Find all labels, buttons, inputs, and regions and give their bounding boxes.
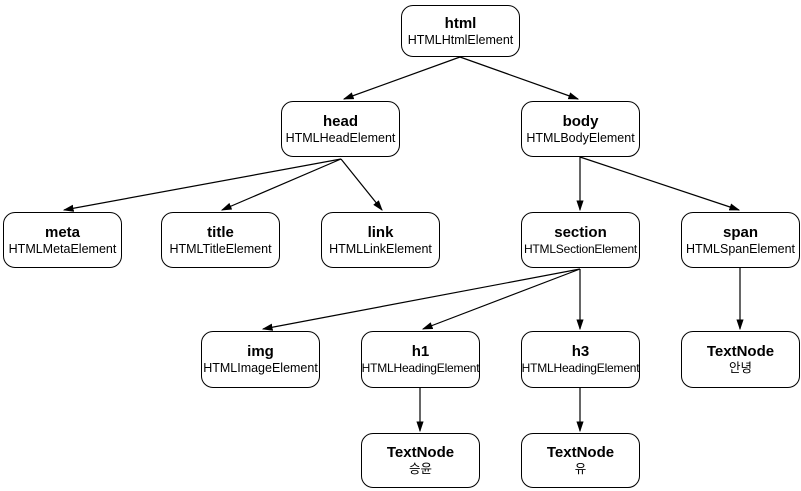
node-meta-tag: meta [44, 223, 81, 241]
node-html-tag: html [444, 14, 477, 32]
node-img-tag: img [247, 343, 274, 360]
node-title-interface: HTMLTitleElement [169, 241, 272, 256]
node-h1-text-interface: 승윤 [408, 462, 432, 476]
node-section-tag: section [554, 223, 607, 241]
node-body-interface: HTMLBodyElement [526, 130, 635, 145]
edge-html-to-head [342, 56, 461, 100]
node-h3-tag: h3 [571, 343, 590, 360]
edge-head-to-link [340, 158, 383, 211]
node-head-tag: head [322, 112, 358, 130]
node-h1-text-tag: TextNode [386, 444, 455, 461]
node-span-tag: span [722, 223, 758, 241]
edge-body-to-span [579, 156, 741, 211]
edge-section-to-img [261, 268, 581, 331]
node-h1-tag: h1 [411, 343, 430, 360]
node-img-interface: HTMLImageElement [203, 361, 318, 375]
edge-html-to-body [459, 56, 580, 100]
node-html-interface: HTMLHtmlElement [407, 32, 514, 47]
node-span-text-interface: 안녕 [728, 361, 752, 375]
edge-section-to-h1 [421, 268, 581, 330]
node-head-interface: HTMLHeadElement [285, 130, 396, 145]
node-h3-interface: HTMLHeadingElement [521, 361, 640, 375]
node-link-tag: link [367, 223, 394, 241]
edge-head-to-meta [62, 158, 342, 212]
node-h3-text-interface: 유 [574, 462, 587, 476]
node-link-interface: HTMLLinkElement [329, 241, 432, 256]
node-section-interface: HTMLSectionElement [523, 241, 638, 256]
node-body-tag: body [562, 112, 599, 130]
edge-head-to-title [220, 158, 342, 211]
node-meta-interface: HTMLMetaElement [8, 241, 117, 256]
edges [62, 56, 744, 433]
node-h3-text-tag: TextNode [546, 444, 615, 461]
node-span-text-tag: TextNode [706, 343, 775, 360]
node-span-interface: HTMLSpanElement [685, 241, 796, 256]
node-title-tag: title [207, 223, 234, 241]
node-h1-interface: HTMLHeadingElement [361, 361, 480, 375]
